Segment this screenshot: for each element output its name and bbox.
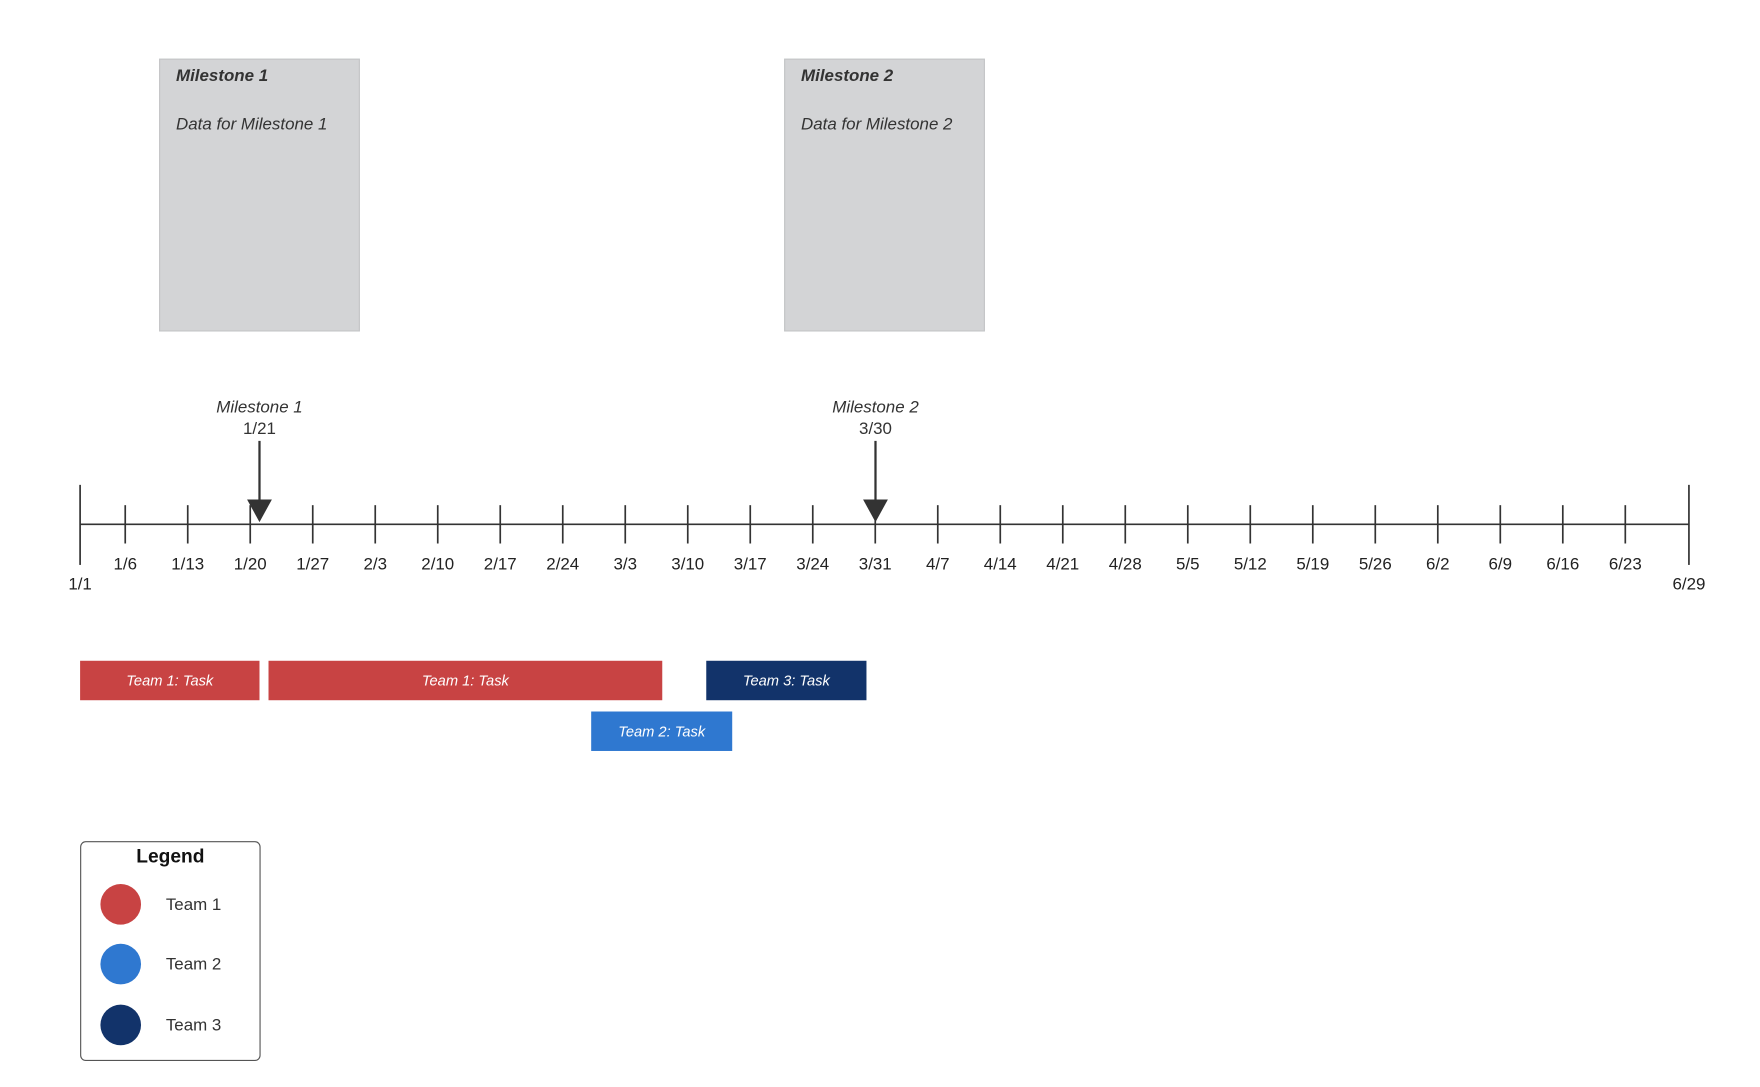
- milestone-2-arrow-icon[interactable]: [863, 499, 888, 523]
- task-label: Team 3: Task: [742, 672, 830, 689]
- tick-label: 3/10: [671, 554, 704, 573]
- tick-label: 5/26: [1359, 554, 1392, 573]
- tick-label: 6/2: [1426, 554, 1450, 573]
- milestone-2-marker-date: 3/30: [859, 419, 892, 438]
- team-1-color-icon: [100, 884, 142, 925]
- tick-label: 3/17: [734, 554, 767, 573]
- legend-label: Team 2: [165, 954, 222, 974]
- legend-title: Legend: [136, 845, 205, 868]
- milestone-2-card-title: Milestone 2: [801, 66, 894, 86]
- legend-label: Team 1: [165, 894, 222, 914]
- task-bar-team-1[interactable]: Team 1: Task: [268, 660, 663, 701]
- legend-label: Team 3: [165, 1015, 222, 1035]
- legend-item-team-2: Team 2: [100, 943, 222, 985]
- task-label: Team 1: Task: [126, 672, 214, 689]
- task-label: Team 1: Task: [421, 672, 509, 689]
- tick-label: 5/19: [1296, 554, 1329, 573]
- tick-label: 1/13: [171, 554, 204, 573]
- tick-label: 1/20: [234, 554, 267, 573]
- tick-label: 2/24: [546, 554, 579, 573]
- tick-label: 2/3: [363, 554, 387, 573]
- tick-label: 2/10: [421, 554, 454, 573]
- tick-label: 4/14: [984, 554, 1017, 573]
- task-bar-team-1[interactable]: Team 1: Task: [80, 660, 260, 701]
- team-2-color-icon: [100, 943, 142, 985]
- task-label: Team 2: Task: [618, 722, 706, 740]
- milestone-2-marker-name: Milestone 2: [832, 398, 919, 417]
- tick-label: 3/24: [796, 554, 829, 573]
- milestone-1-card[interactable]: Milestone 1 Data for Milestone 1: [159, 58, 360, 332]
- legend: Legend Team 1 Team 2 Team 3: [80, 841, 261, 1062]
- legend-item-team-3: Team 3: [100, 1004, 222, 1046]
- team-3-color-icon: [100, 1004, 142, 1046]
- milestone-1-card-body: Data for Milestone 1: [176, 115, 328, 135]
- tick-label: 6/16: [1546, 554, 1579, 573]
- tick-label: 2/17: [484, 554, 517, 573]
- milestone-1-marker-date: 1/21: [243, 419, 276, 438]
- tick-label: 4/28: [1109, 554, 1142, 573]
- tick-marks: 1/6 1/13 1/20 1/27 2/3 2/10 2/17 2/24 3/3 3/10 3/1…: [113, 505, 1642, 573]
- tick-label: 1/27: [296, 554, 329, 573]
- tick-label: 1/6: [113, 554, 137, 573]
- tick-label: 5/5: [1176, 554, 1200, 573]
- milestone-1-card-title: Milestone 1: [176, 66, 269, 86]
- end-date-label: 6/29: [1672, 575, 1705, 594]
- tick-label: 6/23: [1609, 554, 1642, 573]
- tick-label: 4/7: [926, 554, 950, 573]
- tick-label: 6/9: [1489, 554, 1513, 573]
- tick-label: 3/31: [859, 554, 892, 573]
- legend-item-team-1: Team 1: [100, 884, 221, 925]
- tick-label: 5/12: [1234, 554, 1267, 573]
- start-date-label: 1/1: [68, 575, 92, 594]
- milestone-1-marker-name: Milestone 1: [216, 398, 302, 417]
- milestone-2-card-body: Data for Milestone 2: [801, 115, 953, 135]
- tick-label: 4/21: [1046, 554, 1079, 573]
- task-bar-team-3[interactable]: Team 3: Task: [706, 660, 867, 701]
- task-bar-team-2[interactable]: Team 2: Task: [591, 711, 733, 751]
- tick-label: 3/3: [613, 554, 637, 573]
- timeline-axis: 1/1 6/29 1/6 1/13 1/20 1/27 2/3 2/10 2/17 2/24 3…: [68, 398, 1705, 594]
- milestone-1-arrow-icon[interactable]: [247, 499, 272, 523]
- milestone-2-card[interactable]: Milestone 2 Data for Milestone 2: [784, 58, 985, 332]
